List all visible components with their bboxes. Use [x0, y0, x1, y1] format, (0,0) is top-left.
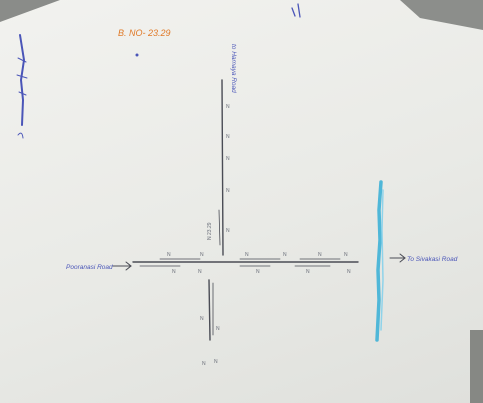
- svg-text:N: N: [200, 252, 204, 258]
- svg-text:N: N: [226, 228, 230, 234]
- west-arrow: [112, 261, 132, 271]
- east-west-road: N N N N N N N N N N N: [132, 252, 359, 275]
- svg-text:N: N: [172, 269, 176, 275]
- svg-text:N: N: [245, 252, 249, 258]
- svg-text:N: N: [347, 269, 351, 275]
- svg-text:N: N: [256, 269, 260, 275]
- svg-text:N: N: [200, 316, 204, 322]
- north-road: N N N N N N 23.29: [207, 79, 230, 256]
- svg-text:N: N: [202, 361, 206, 367]
- margin-scribble: [16, 34, 28, 139]
- corner-shadow-top-left: [0, 0, 60, 22]
- corner-shadow-top-right: [400, 0, 483, 30]
- svg-text:N: N: [226, 188, 230, 194]
- svg-text:N: N: [226, 156, 230, 162]
- svg-text:N: N: [306, 269, 310, 275]
- east-arrow: [389, 253, 406, 263]
- east-road-label: To Sivakasi Road: [407, 256, 458, 263]
- cyan-marker-line: [375, 180, 384, 342]
- svg-text:N: N: [226, 104, 230, 110]
- svg-text:N: N: [167, 252, 171, 258]
- edge-shadow-right: [470, 330, 483, 403]
- south-road: N N N N: [200, 279, 220, 367]
- svg-text:N: N: [214, 359, 218, 365]
- svg-text:N: N: [198, 269, 202, 275]
- svg-text:N: N: [216, 326, 220, 332]
- top-ink-mark: [291, 3, 301, 18]
- west-road-label: Pooranasi Road: [66, 264, 113, 271]
- svg-text:N: N: [318, 252, 322, 258]
- svg-text:N: N: [283, 252, 287, 258]
- svg-text:N 23.29: N 23.29: [207, 222, 213, 240]
- north-road-label: to Hamaya Road: [230, 44, 237, 93]
- date-label: B. NO- 23.29: [118, 28, 171, 38]
- ink-dot: [135, 53, 139, 57]
- svg-text:N: N: [226, 134, 230, 140]
- svg-text:N: N: [344, 252, 348, 258]
